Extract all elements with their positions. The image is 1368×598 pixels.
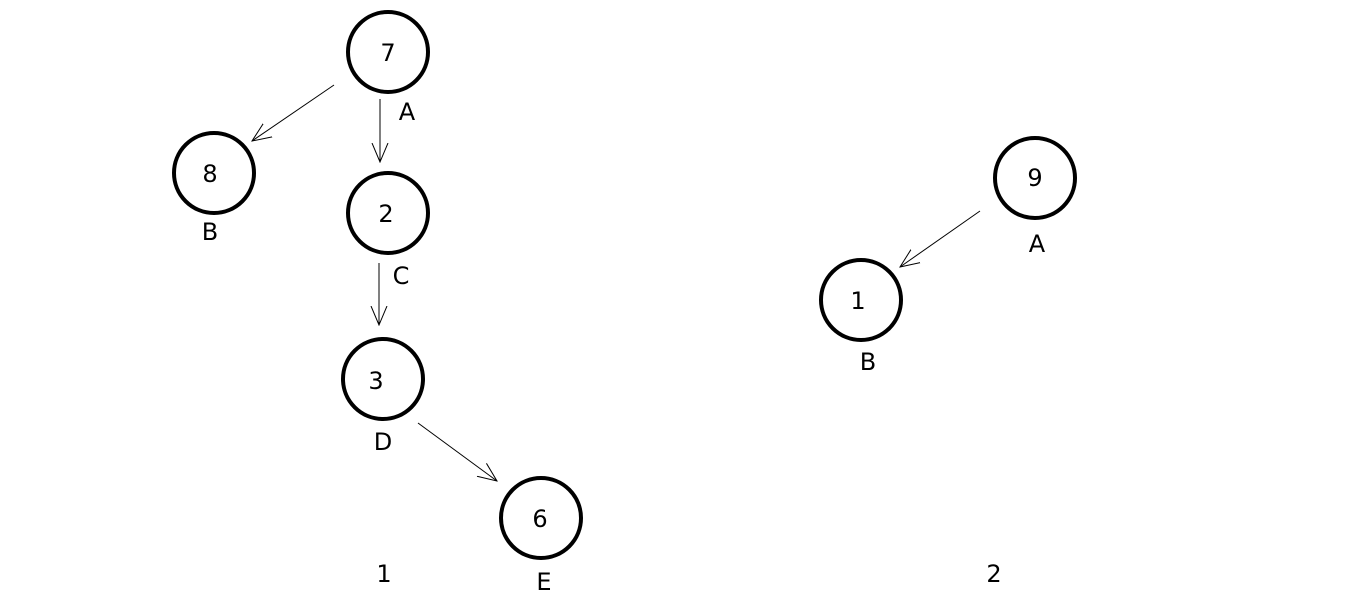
node-label: D xyxy=(374,428,392,456)
node-g1-b: 8 B xyxy=(172,131,256,246)
node-value: 6 xyxy=(532,505,547,533)
node-g1-c: 2 C xyxy=(346,171,430,290)
node-value: 7 xyxy=(380,39,395,67)
edge-g1-d-e xyxy=(417,422,497,481)
node-g1-a: 7 A xyxy=(346,10,430,126)
node-label: B xyxy=(860,348,876,376)
node-circle xyxy=(346,10,430,94)
node-circle xyxy=(346,171,430,255)
node-value: 1 xyxy=(850,287,865,315)
node-g2-a: 9 A xyxy=(993,136,1077,258)
edge-g1-a-b xyxy=(252,84,335,141)
node-label: A xyxy=(399,98,416,126)
node-label: A xyxy=(1029,230,1046,258)
node-g2-b: 1 B xyxy=(819,258,903,376)
node-circle xyxy=(993,136,1077,220)
node-circle xyxy=(819,258,903,342)
node-circle xyxy=(172,131,256,215)
graph-caption-2: 2 xyxy=(986,560,1001,588)
node-label: B xyxy=(202,218,218,246)
node-circle xyxy=(341,337,425,421)
node-label: C xyxy=(393,262,410,290)
node-value: 9 xyxy=(1027,164,1042,192)
graph-caption-1: 1 xyxy=(376,560,391,588)
node-value: 2 xyxy=(378,200,393,228)
node-value: 8 xyxy=(202,160,217,188)
edge-g2-a-b xyxy=(900,210,981,267)
node-circle xyxy=(499,476,583,560)
node-value: 3 xyxy=(368,367,383,395)
node-g1-e: 6 E xyxy=(499,476,583,596)
node-label: E xyxy=(536,568,551,596)
node-g1-d: 3 D xyxy=(341,337,425,456)
